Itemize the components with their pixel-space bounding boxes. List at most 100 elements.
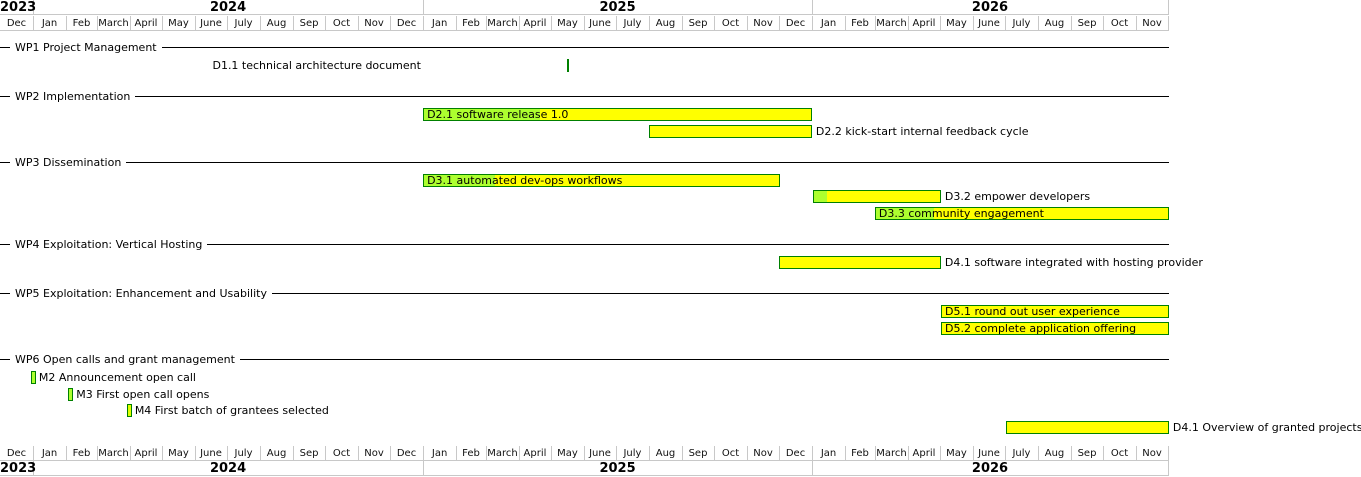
- bottom-month-label: Oct: [325, 446, 360, 461]
- top-month-label: Dec: [779, 16, 814, 31]
- bottom-year-label: 2023: [0, 461, 37, 476]
- task-bar: [813, 190, 941, 204]
- top-month-label: April: [907, 16, 941, 31]
- bottom-year-label: 2026: [812, 461, 1169, 476]
- top-month-label: Jan: [33, 16, 68, 31]
- top-month-label: Aug: [1037, 16, 1073, 31]
- top-month-label: Aug: [649, 16, 684, 31]
- top-month-label: Nov: [358, 16, 392, 31]
- bottom-month-label: Jan: [423, 446, 458, 461]
- section-label: WP6 Open calls and grant management: [10, 352, 240, 366]
- task-label: D5.1 round out user experience: [945, 305, 1120, 319]
- task-bar: [423, 173, 780, 187]
- task-label: D5.2 complete application offering: [945, 321, 1137, 335]
- bottom-month-label: Sep: [293, 446, 327, 461]
- section-divider: [0, 293, 1169, 295]
- bottom-month-label: Dec: [779, 446, 814, 461]
- bottom-month-label: May: [161, 446, 197, 461]
- top-month-label: Dec: [0, 16, 35, 31]
- bottom-month-label: Nov: [747, 446, 781, 461]
- top-month-label: June: [972, 16, 1006, 31]
- bottom-month-label: July: [226, 446, 262, 461]
- bottom-month-label: Aug: [1037, 446, 1073, 461]
- bottom-month-label: Sep: [1071, 446, 1104, 461]
- top-year-label: 2024: [33, 0, 425, 15]
- top-month-label: July: [226, 16, 262, 31]
- bottom-month-label: April: [130, 446, 163, 461]
- top-month-label: March: [96, 16, 131, 31]
- top-month-label: Oct: [325, 16, 360, 31]
- bottom-month-label: April: [518, 446, 552, 461]
- task-label: D2.2 kick-start internal feedback cycle: [815, 124, 1029, 138]
- milestone-label: M2 Announcement open call: [38, 370, 196, 384]
- top-month-label: March: [485, 16, 520, 31]
- section-label: WP2 Implementation: [10, 90, 136, 103]
- section-label: WP1 Project Management: [10, 41, 162, 54]
- bottom-month-label: July: [615, 446, 650, 461]
- bottom-month-label: March: [485, 446, 520, 461]
- top-month-label: Jan: [423, 16, 458, 31]
- task-label: D2.1 software release 1.0: [427, 108, 569, 121]
- top-month-label: June: [195, 16, 228, 31]
- section-label: WP3 Dissemination: [10, 155, 127, 169]
- task-bar: [423, 108, 812, 121]
- bottom-month-label: Dec: [390, 446, 425, 461]
- task-bar: [649, 124, 812, 138]
- milestone-marker: [30, 370, 36, 384]
- section-label: WP4 Exploitation: Vertical Hosting: [10, 238, 208, 252]
- bottom-month-label: May: [550, 446, 585, 461]
- top-year-label: 2025: [423, 0, 814, 15]
- bottom-month-label: Jan: [33, 446, 68, 461]
- task-label: D3.1 automated dev-ops workflows: [427, 173, 623, 187]
- task-label: D4.1 Overview of granted projects: [1172, 420, 1361, 434]
- top-month-label: Sep: [293, 16, 327, 31]
- top-year-label: 2026: [812, 0, 1169, 15]
- top-month-label: April: [518, 16, 552, 31]
- top-month-label: Jan: [812, 16, 847, 31]
- top-month-label: Feb: [66, 16, 98, 31]
- bottom-month-label: April: [907, 446, 941, 461]
- task-progress: [424, 109, 541, 120]
- top-month-label: Feb: [845, 16, 876, 31]
- bottom-month-label: March: [874, 446, 909, 461]
- bottom-month-label: Feb: [456, 446, 487, 461]
- bottom-month-label: Feb: [66, 446, 98, 461]
- task-bar: [941, 321, 1169, 335]
- top-month-label: Aug: [260, 16, 295, 31]
- top-year-label: 2023: [0, 0, 37, 15]
- section-divider: [0, 244, 1169, 246]
- section-divider: [0, 161, 1169, 163]
- bottom-month-label: Aug: [260, 446, 295, 461]
- bottom-month-label: Oct: [714, 446, 749, 461]
- bottom-month-label: Aug: [649, 446, 684, 461]
- top-month-label: Sep: [1071, 16, 1104, 31]
- task-bar: [874, 207, 1169, 221]
- milestone-marker: [126, 404, 132, 418]
- top-month-label: March: [874, 16, 909, 31]
- top-month-label: July: [1004, 16, 1039, 31]
- top-month-label: July: [615, 16, 650, 31]
- task-label: D3.2 empower developers: [944, 190, 1091, 204]
- top-month-label: Feb: [456, 16, 487, 31]
- top-month-label: April: [130, 16, 163, 31]
- bottom-month-label: Sep: [682, 446, 715, 461]
- bottom-month-label: Feb: [845, 446, 876, 461]
- bottom-month-label: Jan: [812, 446, 847, 461]
- bottom-month-label: Oct: [1102, 446, 1138, 461]
- task-bar: [1006, 420, 1169, 434]
- bottom-month-label: June: [584, 446, 617, 461]
- task-bar: [779, 256, 941, 270]
- section-divider: [0, 358, 1169, 360]
- bottom-month-label: Nov: [358, 446, 392, 461]
- bottom-year-label: 2024: [33, 461, 425, 476]
- milestone-label: M4 First batch of grantees selected: [134, 404, 329, 418]
- task-progress: [814, 191, 827, 203]
- top-month-label: May: [550, 16, 585, 31]
- bottom-year-label: 2025: [423, 461, 814, 476]
- top-month-label: May: [939, 16, 974, 31]
- top-month-label: June: [584, 16, 617, 31]
- task-progress: [424, 174, 496, 186]
- task-label: D3.3 community engagement: [878, 207, 1044, 221]
- task-label: D4.1 software integrated with hosting pr…: [944, 256, 1203, 270]
- top-month-label: Oct: [1102, 16, 1138, 31]
